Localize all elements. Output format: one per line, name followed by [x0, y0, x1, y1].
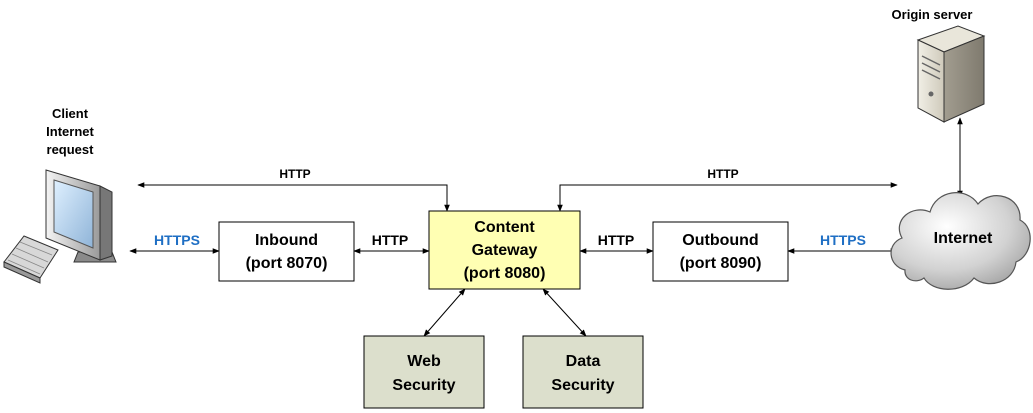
http-top-left-connector — [137, 182, 450, 212]
http-inbound-gateway-label: HTTP — [372, 232, 409, 248]
http-gateway-outbound-label: HTTP — [598, 232, 635, 248]
http-top-left-label: HTTP — [279, 167, 310, 181]
inbound-label-line-1: Inbound — [255, 232, 318, 249]
gateway-data-security-connector — [542, 288, 587, 337]
connectors — [129, 117, 963, 337]
gateway-label-line-1: Content — [474, 219, 535, 236]
client-label-line-3: request — [47, 142, 95, 157]
internet-label: Internet — [934, 230, 993, 247]
outbound-box: Outbound (port 8090) — [652, 221, 789, 282]
data-security-box: Data Security — [522, 335, 644, 409]
outbound-label-line-1: Outbound — [682, 232, 758, 249]
client-computer-icon — [3, 169, 117, 284]
web-security-box: Web Security — [363, 335, 485, 409]
internet-cloud-icon — [890, 192, 1031, 290]
http-top-right-label: HTTP — [707, 167, 738, 181]
web-security-label-line-2: Security — [392, 377, 455, 394]
data-security-label-line-1: Data — [566, 353, 601, 370]
web-security-label-line-1: Web — [407, 353, 441, 370]
gateway-label-line-2: Gateway — [472, 242, 538, 259]
inbound-label-line-2: (port 8070) — [246, 255, 328, 272]
client-label: Client Internet request — [46, 106, 94, 157]
content-gateway-box: Content Gateway (port 8080) — [428, 210, 581, 290]
data-security-label-line-2: Security — [551, 377, 614, 394]
inbound-box: Inbound (port 8070) — [218, 221, 355, 282]
client-label-line-2: Internet — [46, 124, 94, 139]
https-left-label: HTTPS — [154, 232, 200, 248]
outbound-label-line-2: (port 8090) — [680, 255, 762, 272]
http-top-right-connector — [557, 182, 898, 212]
origin-server-icon — [916, 25, 986, 123]
origin-server-label: Origin server — [892, 7, 973, 22]
gateway-web-security-connector — [423, 288, 466, 337]
gateway-label-line-3: (port 8080) — [464, 265, 546, 282]
client-label-line-1: Client — [52, 106, 89, 121]
https-right-label: HTTPS — [820, 232, 866, 248]
